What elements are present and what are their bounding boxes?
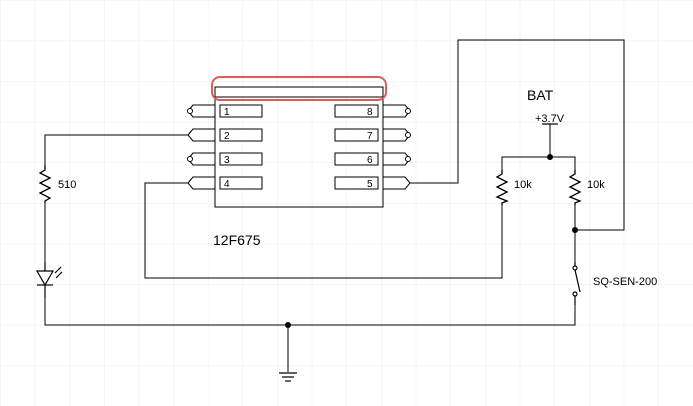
pin-2[interactable]: 2 xyxy=(187,128,263,142)
pin-label: 6 xyxy=(367,155,373,166)
chip-top-strip xyxy=(214,86,384,98)
pin-1[interactable]: 1 xyxy=(187,104,263,118)
resistor-510[interactable]: 510 xyxy=(38,165,76,203)
battery-terminal[interactable]: BAT +3.7V xyxy=(527,87,565,125)
pin-label: 2 xyxy=(224,131,230,142)
pin-7[interactable]: 7 xyxy=(334,128,411,142)
wires xyxy=(44,39,625,372)
pin-6[interactable]: 6 xyxy=(334,152,411,166)
battery-title: BAT xyxy=(527,87,554,103)
led-icon[interactable] xyxy=(35,262,63,298)
switch-label: SQ-SEN-200 xyxy=(593,276,657,288)
resistor-icon xyxy=(495,170,509,205)
pin-8[interactable]: 8 xyxy=(334,104,411,118)
pin-4[interactable]: 4 xyxy=(187,176,263,190)
switch-icon xyxy=(572,262,581,305)
chip-name-label: 12F675 xyxy=(213,232,261,248)
junction-dot xyxy=(572,227,578,233)
pin-3[interactable]: 3 xyxy=(187,152,263,166)
switch-sq-sen-200[interactable]: SQ-SEN-200 xyxy=(572,262,657,305)
resistor-10k-right[interactable]: 10k xyxy=(568,170,605,205)
pin-label: 4 xyxy=(224,179,230,190)
pin-5[interactable]: 5 xyxy=(334,176,411,190)
resistor-10k-left[interactable]: 10k xyxy=(495,170,532,205)
resistor-value-label: 510 xyxy=(58,179,76,191)
resistor-icon xyxy=(568,170,582,205)
pin-label: 5 xyxy=(367,179,373,190)
battery-voltage-label: +3.7V xyxy=(535,113,565,125)
ground-icon xyxy=(279,372,297,382)
pin-label: 8 xyxy=(367,107,373,118)
chip-highlight xyxy=(211,76,387,101)
resistor-value-label: 10k xyxy=(587,179,605,191)
chip-12f675[interactable]: 1 2 3 4 8 7 xyxy=(187,76,411,248)
resistor-icon xyxy=(38,165,52,203)
pin-label: 3 xyxy=(224,155,230,166)
pin-label: 1 xyxy=(224,107,230,118)
pin-label: 7 xyxy=(367,131,373,142)
junction-dot xyxy=(285,322,291,328)
junction-dot xyxy=(547,154,553,160)
resistor-value-label: 10k xyxy=(514,179,532,191)
